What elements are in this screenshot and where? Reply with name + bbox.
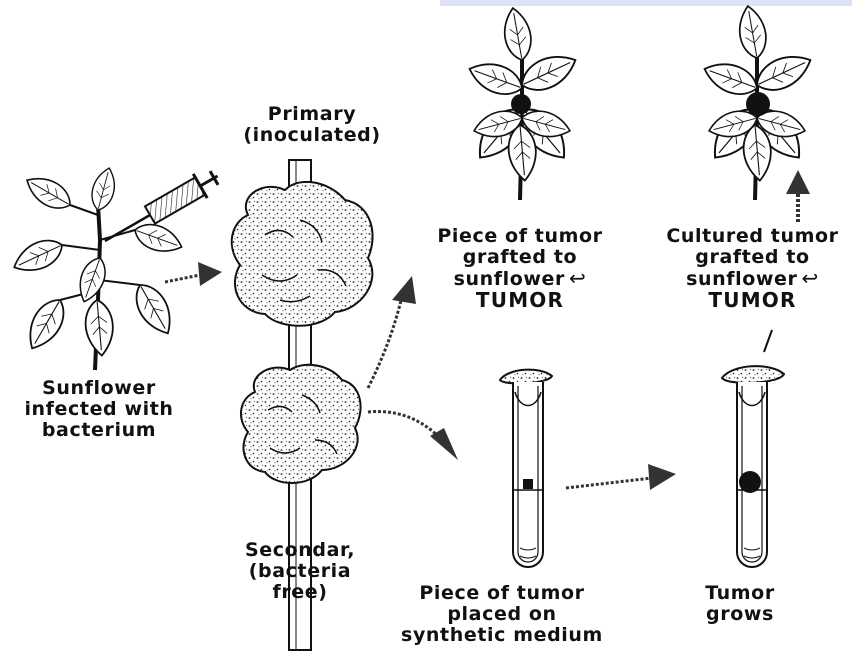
sunflower-plant-cultured	[700, 4, 816, 200]
cultured-tumor-graft	[746, 92, 770, 116]
grafted-tumor-piece	[511, 94, 531, 114]
label-primary: Primary (inoculated)	[232, 104, 392, 146]
test-tube-synthetic-medium	[500, 370, 552, 567]
secondary-tumor	[241, 365, 361, 483]
curl-arrow-icon: ↩	[569, 266, 586, 290]
arrow-icon	[165, 262, 222, 286]
label-piece-grafted: Piece of tumor grafted to sunflower↩ TUM…	[415, 226, 625, 311]
label-cultured-grafted: Cultured tumor grafted to sunflower↩ TUM…	[655, 226, 850, 311]
grown-tumor	[739, 471, 761, 493]
label-sunflower-infected: Sunflower infected with bacterium	[14, 378, 184, 441]
label-tumor-grows: Tumor grows	[680, 583, 800, 625]
primary-tumor	[232, 182, 373, 326]
arrow-icon	[368, 276, 416, 388]
arrow-icon	[786, 170, 810, 222]
sunflower-plant-infected	[9, 165, 186, 370]
test-tube-tumor-grown	[722, 366, 784, 567]
arrow-icon	[566, 464, 676, 490]
curl-arrow-icon: ↩	[802, 266, 819, 290]
label-secondary: Secondar, (bacteria free)	[220, 540, 380, 603]
label-piece-placed: Piece of tumor placed on synthetic mediu…	[392, 583, 612, 646]
tumor-piece	[523, 479, 533, 489]
arrow-icon	[368, 412, 458, 460]
sunflower-plant-grafted	[465, 6, 581, 200]
